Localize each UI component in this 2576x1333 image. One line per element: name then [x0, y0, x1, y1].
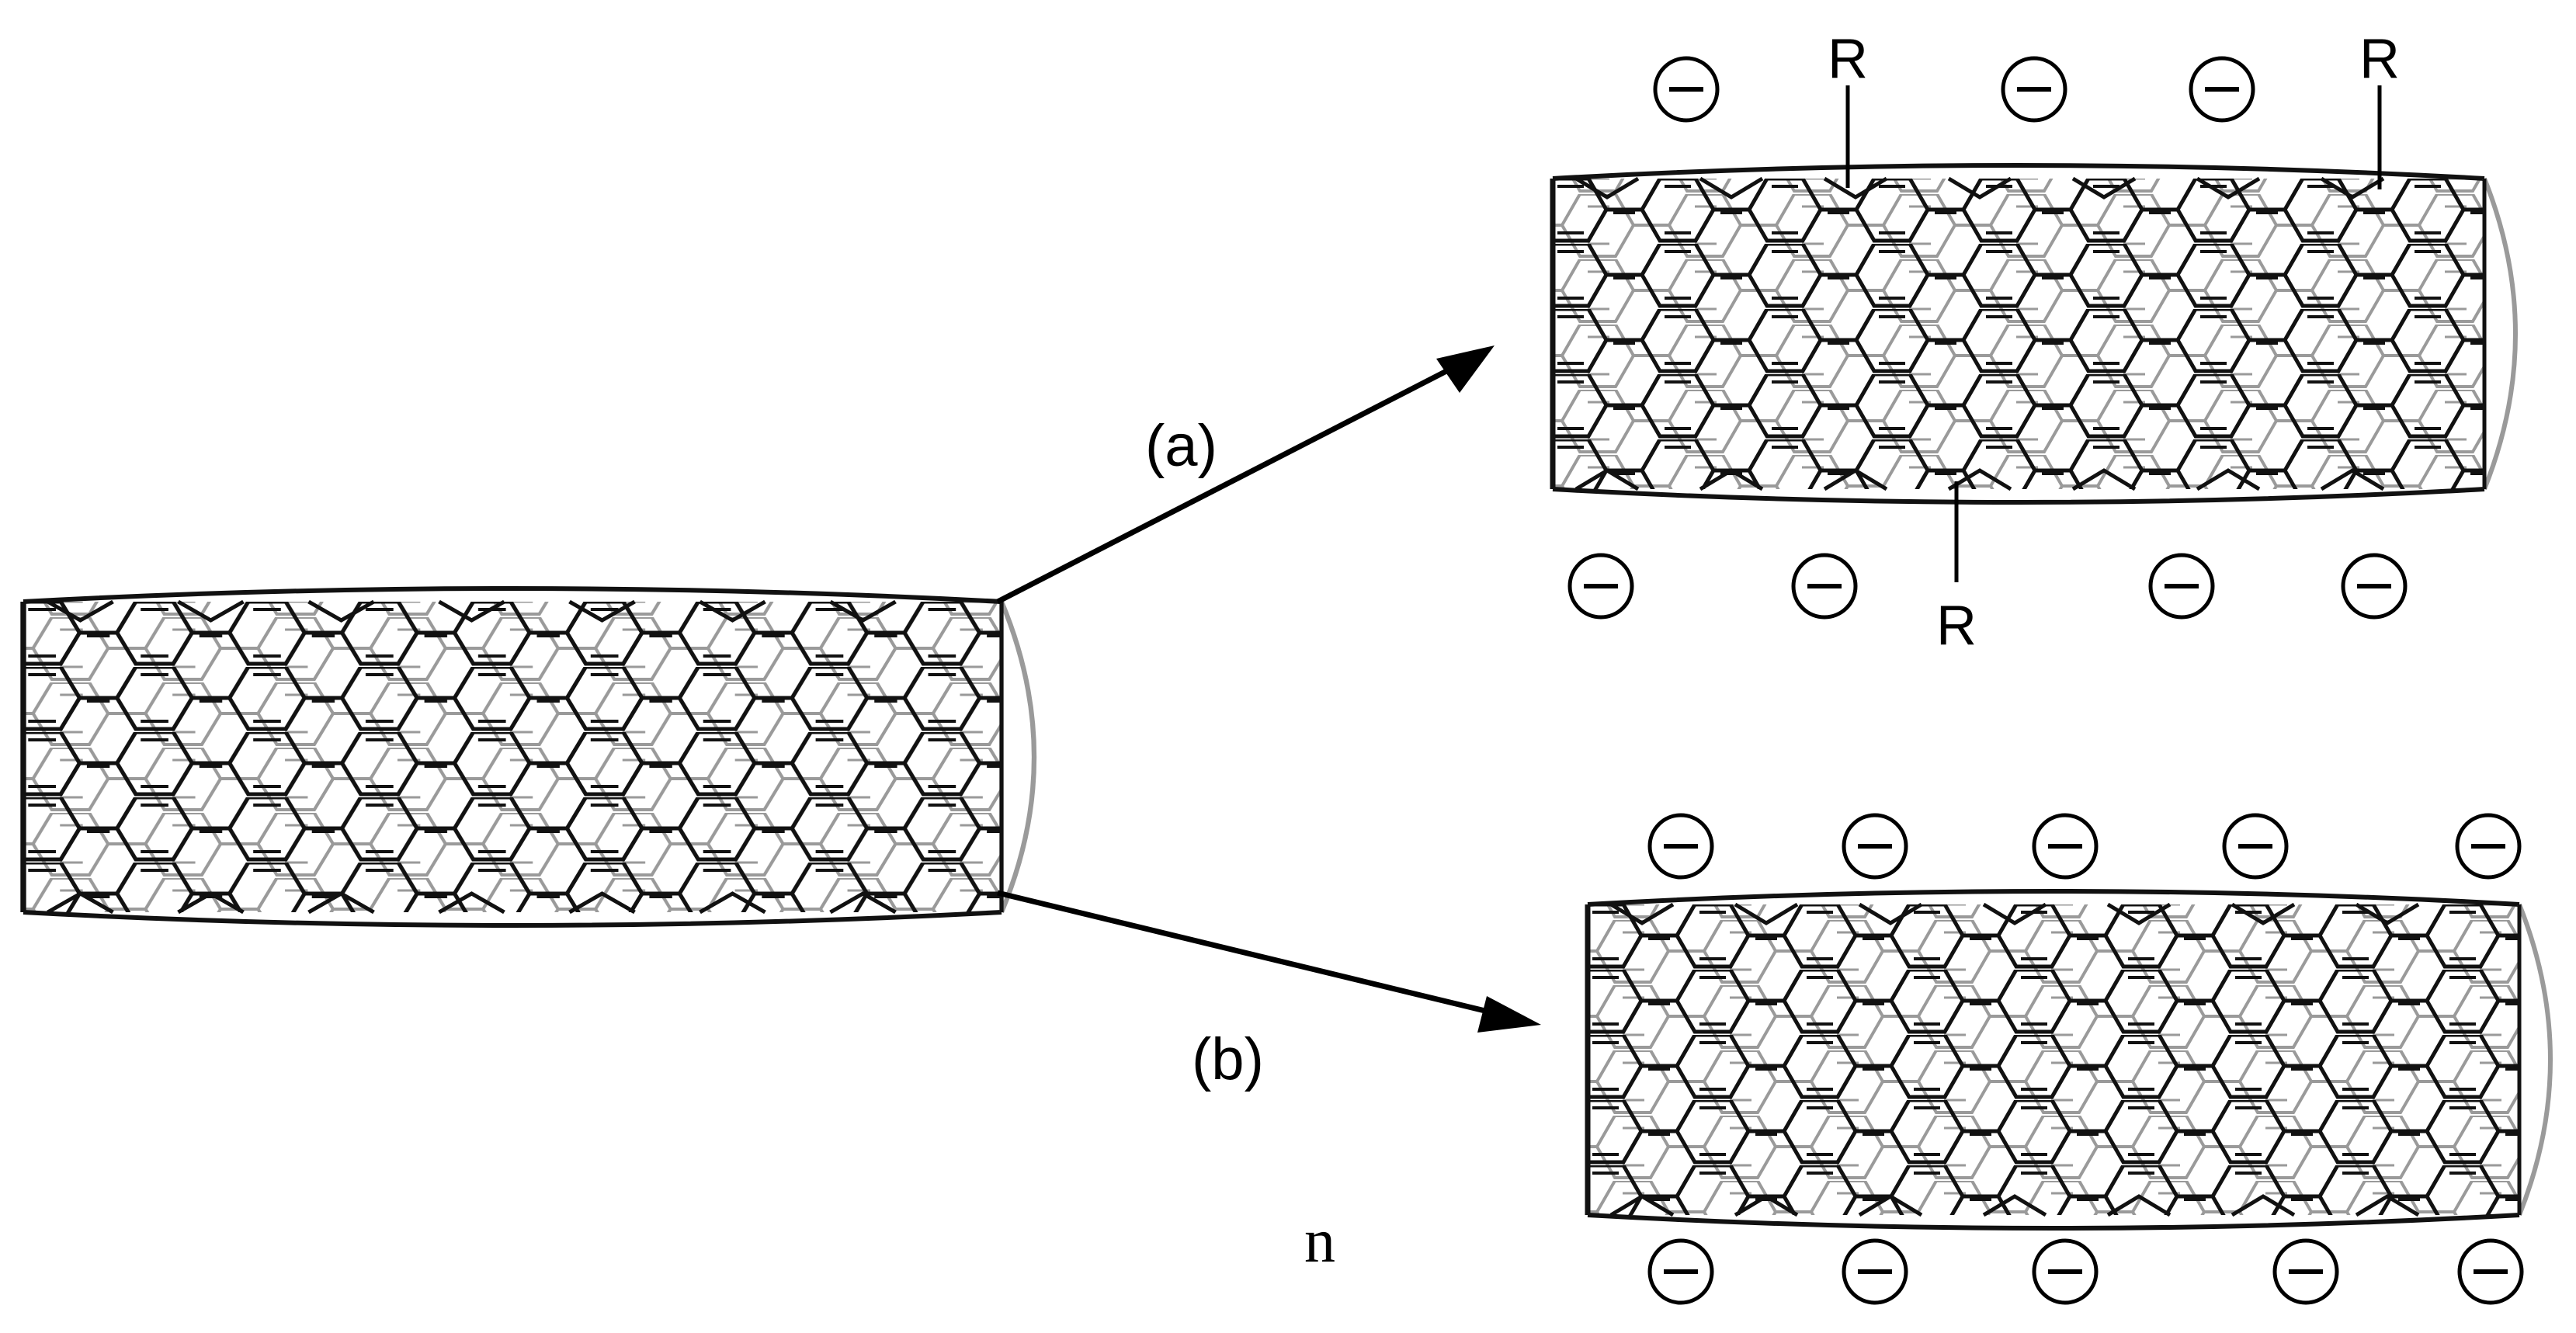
arrow-a	[996, 345, 1495, 605]
r-group-label: R	[2359, 28, 2400, 90]
pristine-nanotube	[23, 588, 1034, 925]
arrow-b	[997, 890, 1541, 1033]
r-group-label: R	[1936, 595, 1977, 657]
charged-nanotube	[1588, 815, 2550, 1303]
stray-letter: n	[1304, 1207, 1335, 1276]
r-group-label: R	[1828, 28, 1868, 90]
functionalized-nanotube: R R R	[1553, 28, 2515, 657]
label-b: (b)	[1192, 1026, 1264, 1092]
label-a: (a)	[1145, 413, 1217, 479]
